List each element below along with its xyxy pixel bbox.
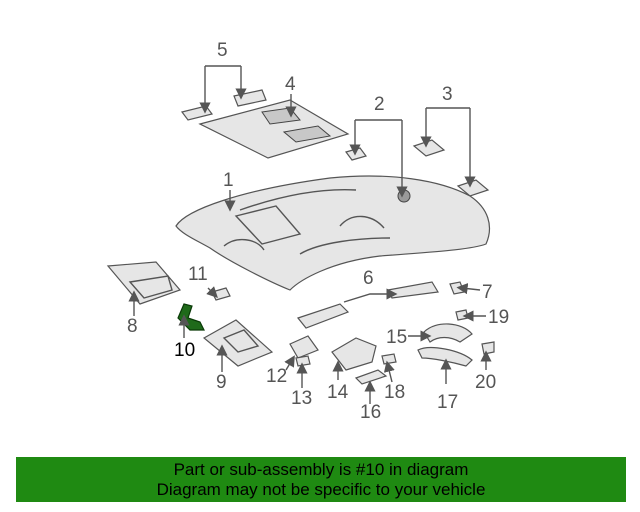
- callout-3: 3: [442, 84, 453, 105]
- part-2-clip[interactable]: [344, 147, 368, 161]
- callout-18: 18: [384, 382, 405, 403]
- part-9-sunvisor[interactable]: [202, 319, 274, 367]
- info-banner: Part or sub-assembly is #10 in diagram D…: [16, 457, 626, 502]
- callout-17: 17: [437, 392, 458, 413]
- callout-8: 8: [127, 316, 138, 337]
- part-12-bracket[interactable]: [289, 335, 319, 359]
- part-15-lens[interactable]: [423, 323, 473, 343]
- callout-15: 15: [386, 327, 407, 348]
- part-18-bulb[interactable]: [381, 353, 397, 365]
- callout-4: 4: [285, 74, 296, 95]
- callout-20: 20: [475, 372, 496, 393]
- part-19-bulb[interactable]: [455, 309, 469, 321]
- callout-1: 1: [223, 170, 234, 191]
- leader-lines: [128, 65, 492, 404]
- callout-9: 9: [216, 372, 227, 393]
- part-20-clip[interactable]: [481, 341, 495, 355]
- part-4-pad[interactable]: [198, 99, 350, 159]
- callout-14: 14: [327, 382, 349, 403]
- banner-line-1: Part or sub-assembly is #10 in diagram: [173, 460, 469, 479]
- part-17-trim[interactable]: [417, 347, 473, 367]
- callout-10: 10: [174, 340, 195, 361]
- part-10-highlighted[interactable]: [177, 303, 205, 331]
- part-16-lens[interactable]: [354, 369, 388, 385]
- part-8-sunvisor[interactable]: [106, 261, 182, 305]
- part-6-grab-handles[interactable]: [296, 281, 439, 329]
- part-11-bracket[interactable]: [211, 287, 231, 301]
- callout-13: 13: [291, 388, 312, 409]
- parts-diagram: 5 4 2 3 1 11 6 7 8 19 15 10 9 12 14 18 2…: [106, 40, 509, 423]
- banner-line-2: Diagram may not be specific to your vehi…: [156, 480, 486, 499]
- callout-16: 16: [360, 402, 381, 423]
- part-7-clip[interactable]: [449, 281, 465, 295]
- callout-5: 5: [217, 40, 228, 61]
- part-13-bulb[interactable]: [295, 355, 311, 367]
- callout-19: 19: [488, 307, 509, 328]
- callout-11: 11: [188, 264, 208, 285]
- callout-2: 2: [374, 94, 385, 115]
- callout-12: 12: [266, 366, 287, 387]
- part-14-lamp[interactable]: [331, 337, 377, 371]
- part-1-headliner[interactable]: [175, 175, 491, 291]
- callout-7: 7: [482, 282, 493, 303]
- callout-6: 6: [363, 268, 374, 289]
